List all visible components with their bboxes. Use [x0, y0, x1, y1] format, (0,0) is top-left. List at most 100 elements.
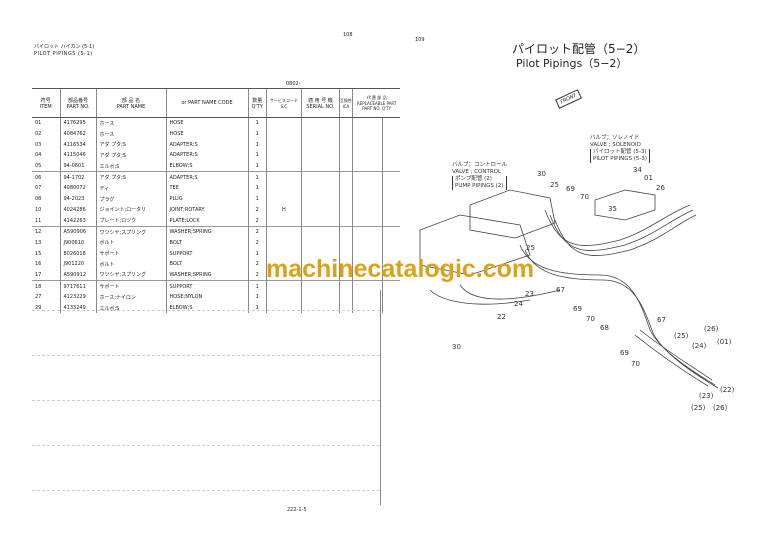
cell-sc [265, 128, 302, 140]
cell-item: 17 [35, 271, 42, 278]
cell-empty [381, 139, 401, 151]
cell-item: 16 [35, 261, 42, 268]
cell-empty [338, 117, 353, 129]
cell-sc [265, 160, 302, 172]
cell-name-jp: サポート [95, 280, 166, 292]
cell-part-no: J901220 [59, 258, 96, 270]
cell-part-no: 4133249 [59, 302, 96, 314]
cell-name: TEE [165, 183, 248, 194]
cell-name: ELBOW;S [165, 302, 248, 314]
cell-name: JOINT;ROTARY [165, 204, 248, 216]
cell-name: BOLT [165, 258, 248, 270]
callout-label: 30 [452, 343, 461, 351]
cell-qty: 1 [247, 248, 267, 259]
cell-sc [265, 117, 302, 129]
cell-sc [265, 139, 302, 151]
cell-empty [300, 292, 340, 303]
cell-part-no: 9717611 [59, 280, 96, 292]
cell-empty [381, 160, 401, 172]
cell-qty: 1 [247, 183, 267, 194]
cell-empty [338, 280, 353, 292]
cell-empty [338, 183, 353, 194]
callout-label: 35 [608, 205, 617, 213]
cell-empty [338, 248, 353, 259]
callout-label: 25 [526, 244, 535, 252]
cell-name-jp: ホース [95, 128, 166, 140]
cell-empty [300, 225, 340, 238]
cell-empty [300, 160, 340, 172]
cell-empty [300, 193, 340, 205]
hose [459, 284, 561, 300]
cell-item: 02 [35, 131, 42, 138]
cell-sc [265, 171, 302, 184]
cell-name-jp: ジョイント;ロータリ [95, 204, 166, 216]
hose [519, 244, 716, 386]
callout-label: 24 [514, 300, 523, 308]
cell-empty [381, 183, 401, 194]
cell-empty [338, 215, 353, 227]
control-valve-upper [469, 189, 556, 239]
cell-name: ELBOW;S [165, 160, 248, 172]
cell-item: 07 [35, 185, 42, 192]
callout-label: 30 [537, 170, 546, 178]
cell-empty [338, 302, 353, 314]
cell-qty: 2 [247, 215, 267, 227]
cell-empty [381, 225, 401, 238]
cell-part-no: A590912 [59, 269, 96, 281]
cell-sc: H [265, 204, 302, 216]
callout-label: 69 [566, 185, 575, 193]
cell-item: 12 [32, 225, 60, 238]
cell-part-no: A590906 [59, 225, 96, 238]
cell-name-jp: ティ [95, 183, 166, 194]
cell-empty [338, 269, 353, 281]
cell-empty [338, 204, 353, 216]
cell-name-jp: エルボ;S [95, 160, 166, 172]
cell-sc [265, 248, 302, 259]
table-blank-area [32, 290, 381, 505]
cell-item: 01 [35, 120, 42, 127]
cell-item: 13 [35, 239, 42, 246]
cell-part-no: 94-1702 [59, 171, 96, 184]
cell-part-no: 4024286 [59, 204, 96, 216]
cell-empty [381, 215, 401, 227]
cell-qty: 1 [247, 128, 267, 140]
callout-label: (01) [717, 338, 732, 346]
callout-label: (25) [674, 332, 689, 340]
cell-empty [300, 128, 340, 140]
cell-name-jp: ボルト [95, 237, 166, 249]
callout-label: 26 [656, 184, 665, 192]
cell-qty: 1 [247, 280, 267, 292]
callout-label: (22) [720, 386, 735, 394]
cell-empty [381, 248, 401, 259]
cell-qty: 2 [247, 225, 267, 238]
cell-name-jp: ワツシヤ;スプリング [95, 225, 166, 238]
cell-name: HOSE [165, 128, 248, 140]
cell-empty [300, 117, 340, 129]
callout-label: 70 [631, 360, 640, 368]
cell-name: PLATE;LOCK [165, 215, 248, 227]
cell-part-no: 4115046 [59, 150, 96, 161]
cell-empty [351, 193, 383, 205]
cell-name-jp: アダ プタ;S [95, 139, 166, 151]
cell-qty: 2 [247, 269, 267, 281]
cell-empty [381, 280, 401, 292]
cell-empty [338, 258, 353, 270]
cell-empty [338, 225, 353, 238]
cell-item: 11 [35, 217, 42, 224]
cell-empty [338, 150, 353, 161]
cell-qty: 2 [247, 237, 267, 249]
cell-part-no: 94-2023 [59, 193, 96, 205]
callout-label: 67 [556, 286, 565, 294]
